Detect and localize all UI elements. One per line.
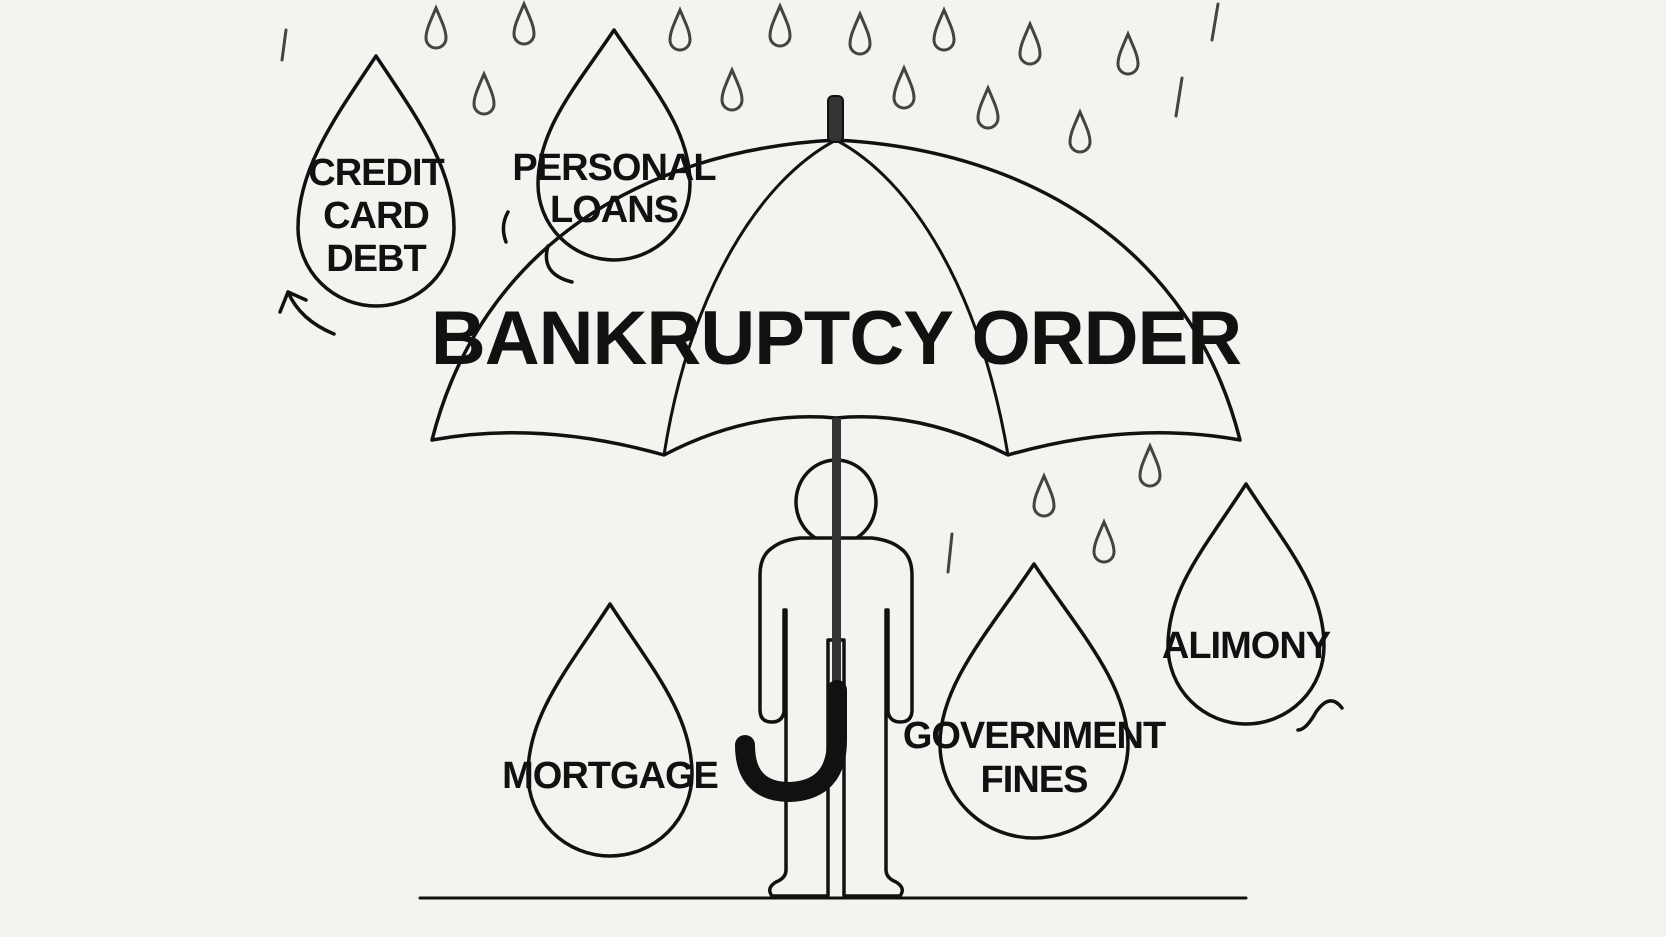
raindrop-icon xyxy=(526,602,694,858)
raindrop-icon xyxy=(424,4,448,50)
raindrop-icon xyxy=(932,6,956,52)
debt-drop-personal-loans: PERSONAL LOANS xyxy=(512,28,717,262)
drop-label-line: CARD xyxy=(323,195,429,237)
raindrop-icon xyxy=(536,28,692,262)
raindrop-icon xyxy=(892,64,916,110)
debt-drop-credit-card-debt: CREDIT CARD DEBT xyxy=(296,54,456,308)
umbrella-title: BANKRUPTCY ORDER xyxy=(431,296,1241,381)
umbrella-icon: BANKRUPTCY ORDER xyxy=(430,95,1242,802)
drop-label-line: CREDIT xyxy=(308,152,444,194)
raindrop-icon xyxy=(768,2,792,48)
drop-label-line: LOANS xyxy=(550,189,678,231)
raindrop-icon xyxy=(1068,108,1092,154)
drop-label-line: GOVERNMENT xyxy=(903,715,1166,757)
rain-layer xyxy=(280,0,1220,574)
rain-streak xyxy=(946,532,954,574)
rain-streak xyxy=(280,28,288,62)
raindrop-icon xyxy=(512,0,536,46)
raindrop-icon xyxy=(1138,442,1162,488)
raindrop-icon xyxy=(1166,482,1326,726)
drop-label-line: FINES xyxy=(981,759,1088,801)
drop-label-line: ALIMONY xyxy=(1162,625,1331,667)
raindrop-icon xyxy=(938,562,1130,840)
drop-label-line: PERSONAL xyxy=(512,147,716,189)
motion-marks xyxy=(278,210,1344,732)
drop-label-line: MORTGAGE xyxy=(502,755,718,797)
raindrop-icon xyxy=(1092,518,1116,564)
raindrop-icon xyxy=(976,84,1000,130)
raindrop-icon xyxy=(296,54,456,308)
raindrop-icon xyxy=(1018,20,1042,66)
debt-drop-mortgage: MORTGAGE xyxy=(502,602,719,858)
raindrop-icon xyxy=(1116,30,1140,76)
raindrop-icon xyxy=(1032,472,1056,518)
rain-streak xyxy=(1174,76,1184,118)
raindrop-icon xyxy=(668,6,692,52)
raindrop-icon xyxy=(848,10,872,56)
rain-streak xyxy=(1210,2,1220,42)
debt-drop-government-fines: GOVERNMENT FINES xyxy=(903,562,1167,840)
debt-drop-alimony: ALIMONY xyxy=(1162,482,1332,726)
raindrop-icon xyxy=(472,70,496,116)
drop-label-line: DEBT xyxy=(326,238,426,280)
raindrop-icon xyxy=(720,66,744,112)
